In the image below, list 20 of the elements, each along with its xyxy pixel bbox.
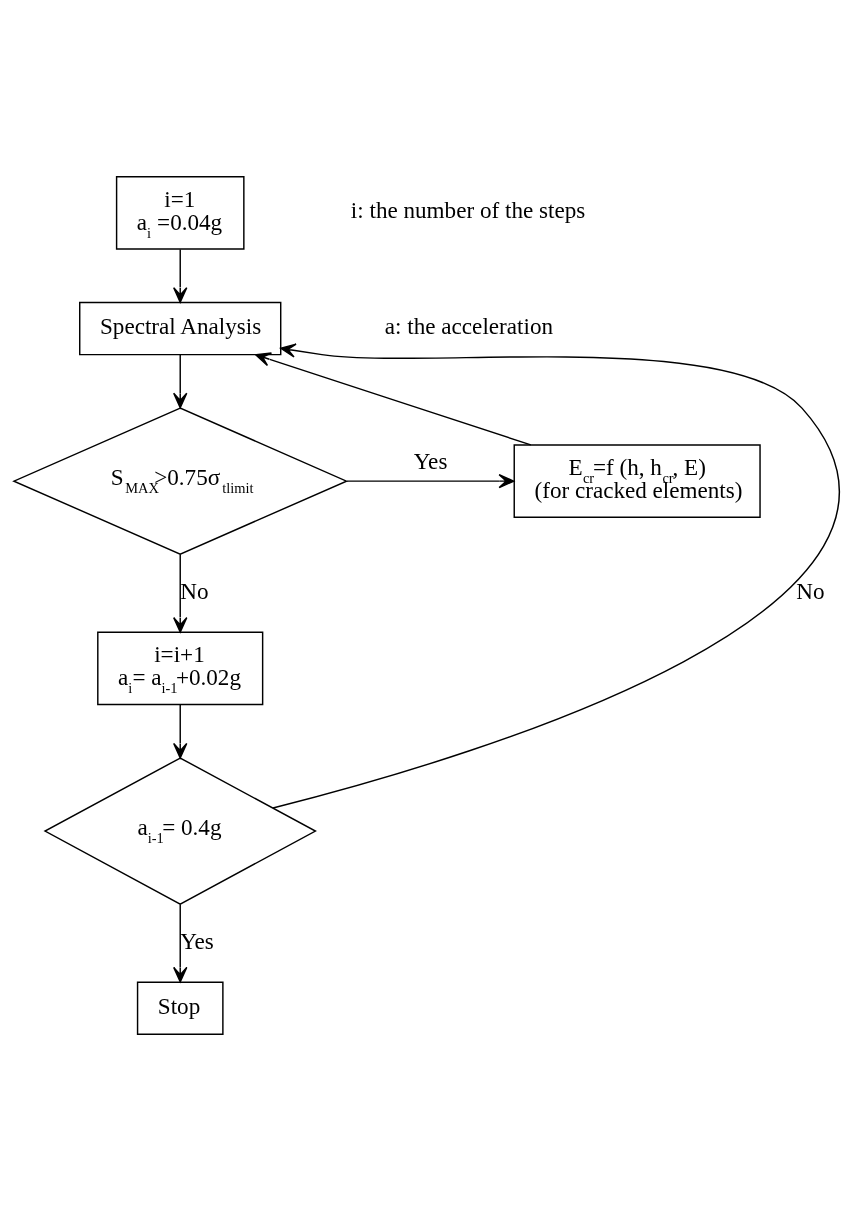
edge-label: No: [180, 577, 209, 604]
node-diamond: a$_{i-1}$= 0.4g: [43, 757, 317, 905]
arrow: [173, 248, 188, 303]
node-box: Stop: [136, 981, 224, 1035]
node-box: i=i+1 a$_{i}$= a$_{i-1}$+0.02g: [97, 631, 264, 706]
label: i: the number of the steps: [350, 197, 586, 224]
arrow: [272, 343, 840, 809]
edge-label: No: [796, 577, 825, 604]
node-box: Spectral Analysis: [79, 301, 282, 356]
arrow: [173, 903, 188, 983]
label: a: the acceleration: [384, 313, 554, 340]
edge-label: Yes: [413, 448, 448, 475]
arrow: [346, 473, 515, 489]
arrow: [173, 354, 188, 409]
node-diamond: S$_{MAX}$>0.75σ$_{tlimit}$: [12, 407, 349, 555]
node-box: i=1 a$_{i}$ =0.04g: [115, 176, 245, 250]
arrow: [254, 352, 532, 446]
arrow: [173, 553, 188, 633]
arrow: [173, 704, 188, 759]
node-box: E$_{cr}$=f (h, h$_{cr}$, E) (for cracked elements): [513, 444, 761, 519]
